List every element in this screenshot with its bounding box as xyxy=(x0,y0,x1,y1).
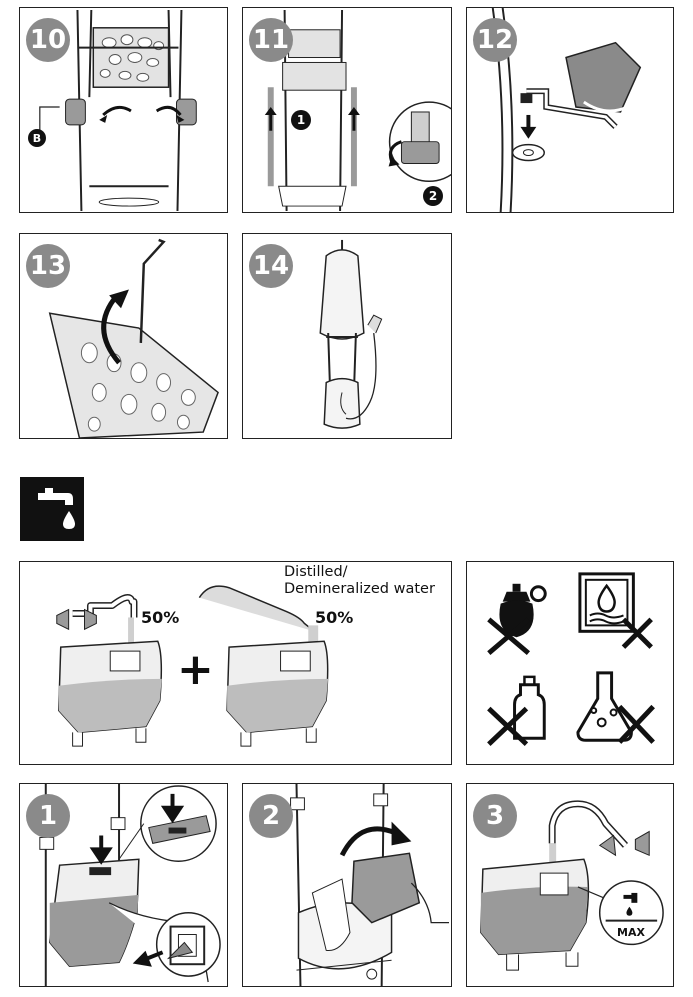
tap-water-icon xyxy=(20,477,84,541)
descaler-icon xyxy=(578,572,653,649)
step-13-panel: 13 xyxy=(19,233,228,439)
step-number-badge: 10 xyxy=(26,18,70,62)
marker-1: 1 xyxy=(291,110,311,130)
step-number-badge: 1 xyxy=(26,794,70,838)
water-mix-panel: 50% + Distilled/ Demineralized water 50% xyxy=(19,561,452,765)
assembled-stand-illustration xyxy=(319,239,383,429)
perfume-icon xyxy=(487,583,547,655)
step-number-badge: 13 xyxy=(26,244,70,288)
step-number-badge: 3 xyxy=(473,794,517,838)
step-number-badge: 2 xyxy=(249,794,293,838)
tank-fill-illustration xyxy=(480,800,664,971)
step-number-badge: 12 xyxy=(473,18,517,62)
marker-2: 2 xyxy=(423,186,443,206)
marker-b: B xyxy=(28,129,46,147)
step-10-panel: 10 B xyxy=(19,7,228,213)
stand-frame-illustration xyxy=(39,9,197,212)
distilled-label-line-2: Demineralized water xyxy=(284,581,435,597)
step-number-badge: 11 xyxy=(249,18,293,62)
tap-water-percentage: 50% xyxy=(141,608,180,627)
tank-lift-illustration xyxy=(290,784,449,986)
distilled-label-line-1: Distilled/ xyxy=(284,564,348,580)
max-level-label: MAX xyxy=(617,926,645,939)
fill-step-2-panel: 2 xyxy=(242,783,452,987)
step-12-panel: 12 xyxy=(466,7,674,213)
hook-rotate-illustration xyxy=(48,238,219,438)
bottle-icon xyxy=(487,675,546,746)
tank-removal-illustration xyxy=(39,784,221,986)
distilled-water-label: Distilled/ Demineralized water xyxy=(284,564,435,598)
water-mix-illustration xyxy=(56,585,329,747)
stand-lift-illustration xyxy=(264,9,451,212)
forbidden-additives-panel xyxy=(466,561,674,765)
step-number-badge: 14 xyxy=(249,244,293,288)
step-11-panel: 11 1 2 xyxy=(242,7,452,213)
plus-sign: + xyxy=(177,644,214,695)
fill-step-3-panel: 3 MAX xyxy=(466,783,674,987)
distilled-water-percentage: 50% xyxy=(315,608,354,627)
step-14-panel: 14 xyxy=(242,233,452,439)
chemical-flask-icon xyxy=(576,671,655,744)
fill-step-1-panel: 1 xyxy=(19,783,228,987)
